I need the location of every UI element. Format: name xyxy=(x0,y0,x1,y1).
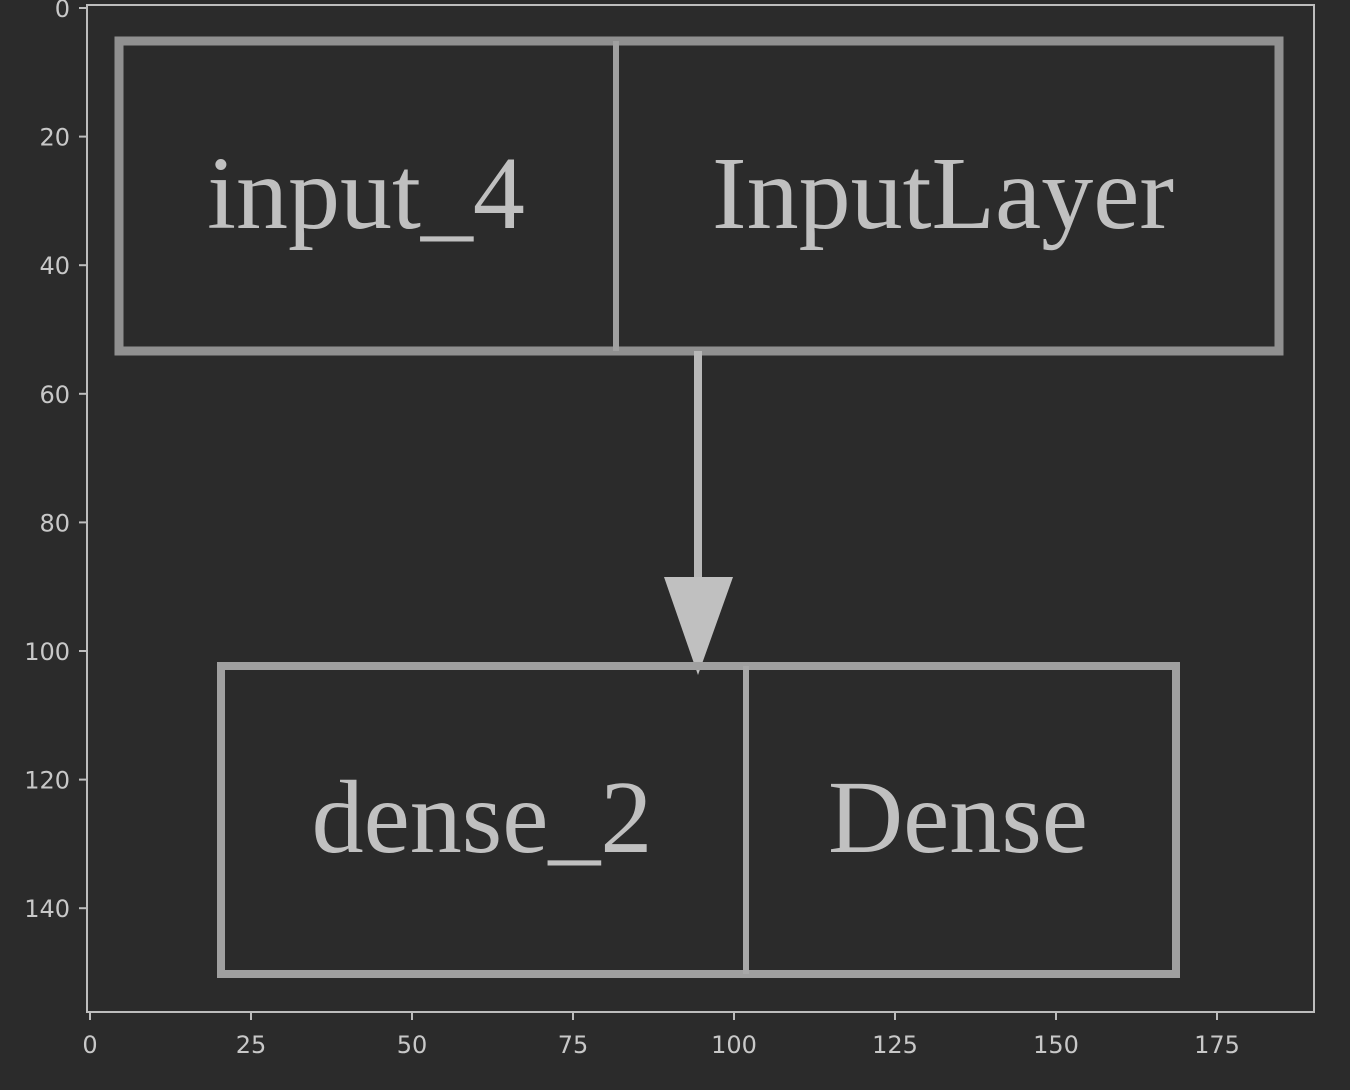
y-tick-label: 100 xyxy=(24,638,70,666)
x-tick-label: 75 xyxy=(558,1031,589,1059)
node-type: InputLayer xyxy=(712,136,1174,251)
y-tick-label: 80 xyxy=(39,509,70,537)
y-tick-label: 40 xyxy=(39,252,70,280)
edge-arrow xyxy=(664,351,733,675)
node-type: Dense xyxy=(828,760,1088,875)
x-tick-label: 0 xyxy=(82,1031,97,1059)
y-tick-label: 60 xyxy=(39,381,70,409)
node-input-4: input_4 InputLayer xyxy=(114,36,1284,356)
y-tick-label: 20 xyxy=(39,124,70,152)
node-name: dense_2 xyxy=(312,760,653,875)
node-name: input_4 xyxy=(207,136,525,251)
y-tick-label: 140 xyxy=(24,895,70,923)
y-tick-label: 0 xyxy=(55,0,70,23)
node-box xyxy=(217,662,1180,978)
x-tick-label: 125 xyxy=(872,1031,918,1059)
x-tick-label: 150 xyxy=(1033,1031,1079,1059)
x-tick-label: 100 xyxy=(711,1031,757,1059)
axes-frame xyxy=(86,4,1315,1013)
node-dense-2: dense_2 Dense xyxy=(217,662,1180,978)
x-tick-label: 50 xyxy=(397,1031,428,1059)
x-tick-label: 25 xyxy=(236,1031,267,1059)
y-tick-label: 120 xyxy=(24,767,70,795)
x-tick-label: 175 xyxy=(1194,1031,1240,1059)
